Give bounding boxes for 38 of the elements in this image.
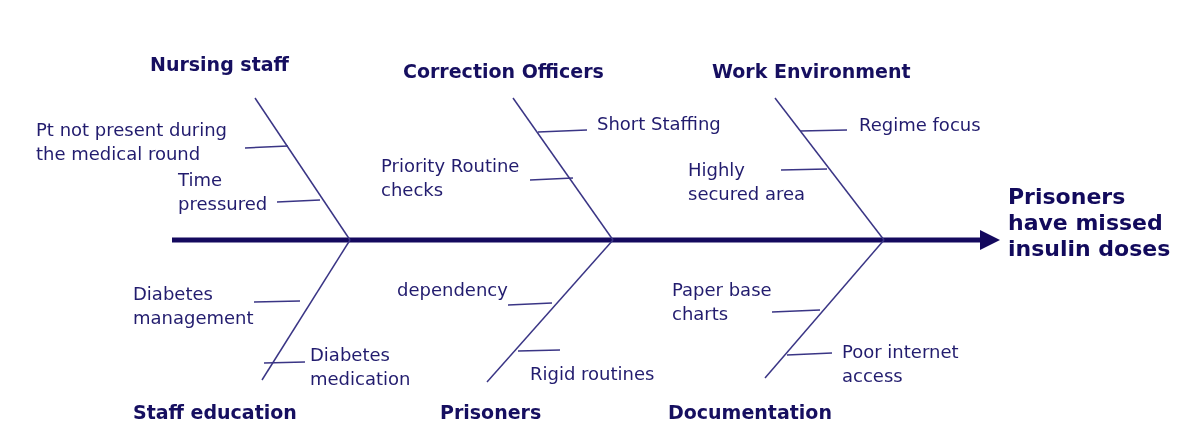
cause-label: Diabetes management bbox=[133, 282, 269, 330]
leader-line bbox=[517, 349, 561, 352]
leader-line bbox=[507, 302, 553, 306]
leader-line bbox=[771, 309, 821, 313]
leader-line bbox=[253, 300, 301, 303]
leader-line bbox=[780, 168, 828, 171]
leader-line bbox=[537, 129, 588, 133]
cause-label: Rigid routines bbox=[530, 362, 655, 386]
leader-line bbox=[799, 129, 848, 132]
leader-line bbox=[786, 352, 833, 356]
cause-label: Paper base charts bbox=[672, 278, 800, 326]
cause-label: Regime focus bbox=[859, 113, 981, 137]
cause-label: Priority Routine checks bbox=[381, 154, 531, 202]
effect-label: Prisoners have missed insulin doses bbox=[1008, 184, 1183, 262]
bone-line bbox=[764, 239, 885, 379]
cause-label: dependency bbox=[397, 278, 508, 302]
cause-label: Time pressured bbox=[178, 168, 288, 216]
cause-label: Pt not present during the medical round bbox=[36, 118, 248, 166]
category-label: Work Environment bbox=[712, 60, 911, 82]
bone-line bbox=[512, 97, 614, 241]
bone-line bbox=[486, 239, 614, 383]
leader-line bbox=[529, 177, 574, 181]
cause-label: Poor internet access bbox=[842, 340, 987, 388]
category-label: Staff education bbox=[133, 401, 297, 423]
category-label: Documentation bbox=[668, 401, 832, 423]
category-label: Correction Officers bbox=[403, 60, 604, 82]
leader-line bbox=[263, 361, 306, 364]
leader-line bbox=[244, 145, 289, 149]
bone-line bbox=[774, 97, 885, 241]
spine-arrow bbox=[172, 230, 1000, 250]
bone-line bbox=[261, 239, 351, 381]
bone-line bbox=[254, 97, 351, 241]
category-label: Nursing staff bbox=[150, 53, 289, 75]
cause-label: Short Staffing bbox=[597, 112, 721, 136]
category-label: Prisoners bbox=[440, 401, 542, 423]
cause-label: Diabetes medication bbox=[310, 343, 435, 391]
leader-line bbox=[276, 199, 321, 203]
cause-label: Highly secured area bbox=[688, 158, 818, 206]
